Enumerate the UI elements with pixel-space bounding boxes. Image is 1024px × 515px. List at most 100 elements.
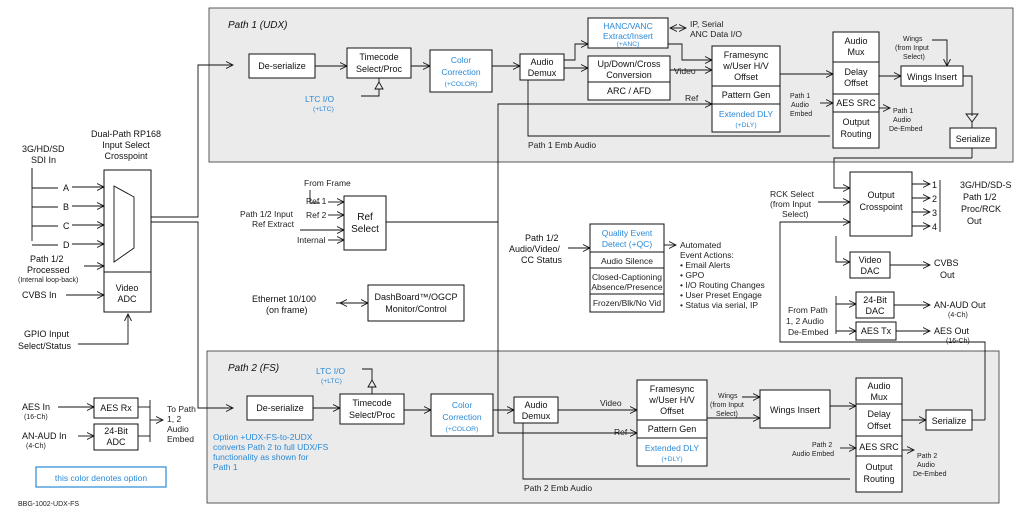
p2-framesync-box: [636, 379, 708, 467]
p2-video-label: Video: [600, 398, 622, 408]
p2-embed-label-2: Audio Embed: [792, 451, 834, 458]
p1-ip-label-2: ANC Data I/O: [690, 29, 742, 39]
p2-fs-label-3: Offset: [660, 406, 684, 416]
p1-wings-insert-label: Wings Insert: [907, 72, 958, 82]
from-frame-label: From Frame: [304, 178, 351, 188]
from-deembed-label-1: From Path: [788, 305, 828, 315]
out-3: 3: [932, 208, 937, 218]
out-4: 4: [932, 222, 937, 232]
legend-text: this color denotes option: [55, 473, 147, 483]
dashboard-label-1: DashBoard™/OGCP: [374, 292, 457, 302]
path1-title: Path 1 (UDX): [228, 20, 287, 31]
dashboard-box: [367, 284, 465, 322]
p2-ext-label-2: (+DLY): [661, 456, 682, 463]
p2-ext-label-1: Extended DLY: [645, 443, 700, 453]
aes-in-label: AES In: [22, 402, 50, 412]
p1-arc-label: ARC / AFD: [607, 86, 652, 96]
p1-or-label-2: Routing: [840, 129, 871, 139]
p2-cc-label-1: Color: [452, 400, 472, 410]
cvbs-in-label: CVBS In: [22, 290, 57, 300]
p1-deserialize-label: De-serialize: [258, 61, 306, 71]
p1-ref-label: Ref: [685, 93, 699, 103]
p1-ext-label-2: (+DLY): [735, 122, 756, 129]
p2-note-2: converts Path 2 to full UDX/FS: [213, 442, 329, 452]
p1-ltc-label: LTC I/O: [305, 94, 335, 104]
p2-src-label: AES SRC: [859, 442, 899, 452]
video-adc-label-1: Video: [116, 283, 139, 293]
output-crosspoint-label-1: Output: [867, 190, 895, 200]
p1-delay-label-1: Delay: [844, 67, 868, 77]
qc-action-5: • Status via serial, IP: [680, 300, 758, 310]
input-b-label: B: [63, 202, 69, 212]
p2-demux-label-2: Demux: [522, 411, 551, 421]
qc-row-3: Frozen/Blk/No Vid: [593, 298, 662, 308]
input-c-label: C: [63, 221, 70, 231]
qc-action-2: • GPO: [680, 270, 705, 280]
p1-timecode-label-1: Timecode: [359, 52, 398, 62]
qc-row-1: Audio Silence: [601, 256, 653, 266]
p1-demux-label-1: Audio: [530, 57, 553, 67]
p2-deembed-label-3: De-Embed: [913, 471, 947, 478]
p1-timecode-box: [346, 47, 412, 79]
p1-cc-label-2: Correction: [441, 67, 480, 77]
p2-pg-label: Pattern Gen: [648, 424, 697, 434]
p2-timecode-label-2: Select/Proc: [349, 410, 396, 420]
qc-actions-title-2: Event Actions:: [680, 250, 734, 260]
aes-rx-label: AES Rx: [100, 403, 132, 413]
p2-note-4: Path 1: [213, 462, 238, 472]
rck-select-label-2: (from Input: [770, 199, 812, 209]
p2-audio-mux-box: [855, 377, 903, 493]
p1-mux-label-1: Audio: [844, 36, 867, 46]
video-dac-box: [849, 251, 891, 279]
qc-actions-title-1: Automated: [680, 240, 721, 250]
crosspoint-title-1: Dual-Path RP168: [91, 129, 161, 139]
video-adc-label-2: ADC: [117, 294, 137, 304]
p1-framesync-box: [711, 45, 781, 133]
p2-note-1: Option +UDX-FS-to-2UDX: [213, 432, 313, 442]
crosspoint-title-3: Crosspoint: [104, 151, 148, 161]
qc-status-label-3: CC Status: [521, 255, 563, 265]
p2-color-correction-box: [430, 393, 494, 437]
out-2: 2: [932, 194, 937, 204]
p1-ext-label-1: Extended DLY: [719, 109, 774, 119]
p1-serialize-label: Serialize: [956, 134, 991, 144]
gpio-label-1: GPIO Input: [24, 329, 70, 339]
video-dac-label-1: Video: [859, 255, 882, 265]
p1-delay-label-2: Offset: [844, 78, 868, 88]
rck-select-label-1: RCK Select: [770, 189, 815, 199]
to-path-label-2: 1, 2: [167, 414, 181, 424]
p1-fs-label-1: Framesync: [724, 50, 769, 60]
adc-24bit-box: [93, 423, 139, 451]
p1-embed-label-3: Embed: [790, 111, 812, 118]
p2-delay-label-2: Offset: [867, 421, 891, 431]
p1-wings-label-3: Select): [903, 54, 925, 61]
sdi-out-label-3: Proc/RCK: [961, 204, 1001, 214]
p2-audio-demux-box: [513, 396, 559, 424]
internal-label: Internal: [297, 235, 325, 245]
dashboard-label-2: Monitor/Control: [385, 304, 447, 314]
p2-timecode-box: [339, 393, 405, 425]
qc-action-4: • User Preset Engage: [680, 290, 762, 300]
aes-tx-label: AES Tx: [861, 326, 892, 336]
p1-deembed-label-2: Audio: [893, 117, 911, 124]
sdi-out-label-4: Out: [967, 216, 982, 226]
p2-fs-label-2: w/User H/V: [648, 395, 695, 405]
p1-hanc-box: [587, 17, 669, 49]
ethernet-label-2: (on frame): [266, 305, 308, 315]
qc-title-2: Detect (+QC): [602, 239, 652, 249]
p1-audio-demux-box: [519, 53, 565, 81]
path2-title: Path 2 (FS): [228, 363, 279, 374]
p1-hanc-option: (+ANC): [617, 41, 640, 48]
p1-fs-label-3: Offset: [734, 72, 758, 82]
p2-wings-label-3: Select): [716, 411, 738, 418]
p2-deserialize-label: De-serialize: [256, 403, 304, 413]
p1-demux-label-2: Demux: [528, 68, 557, 78]
processed-label-2: Processed: [27, 265, 70, 275]
p2-wings-label-2: (from Input: [710, 402, 744, 409]
p1-color-correction-box: [429, 49, 493, 93]
from-deembed-label-3: De-Embed: [788, 327, 829, 337]
sdi-out-label-1: 3G/HD/SD-S: [960, 180, 1012, 190]
p1-cc-option: (+COLOR): [445, 81, 478, 88]
p1-hanc-label-1: HANC/VANC: [603, 21, 652, 31]
sdi-in-label-1: 3G/HD/SD: [22, 144, 65, 154]
